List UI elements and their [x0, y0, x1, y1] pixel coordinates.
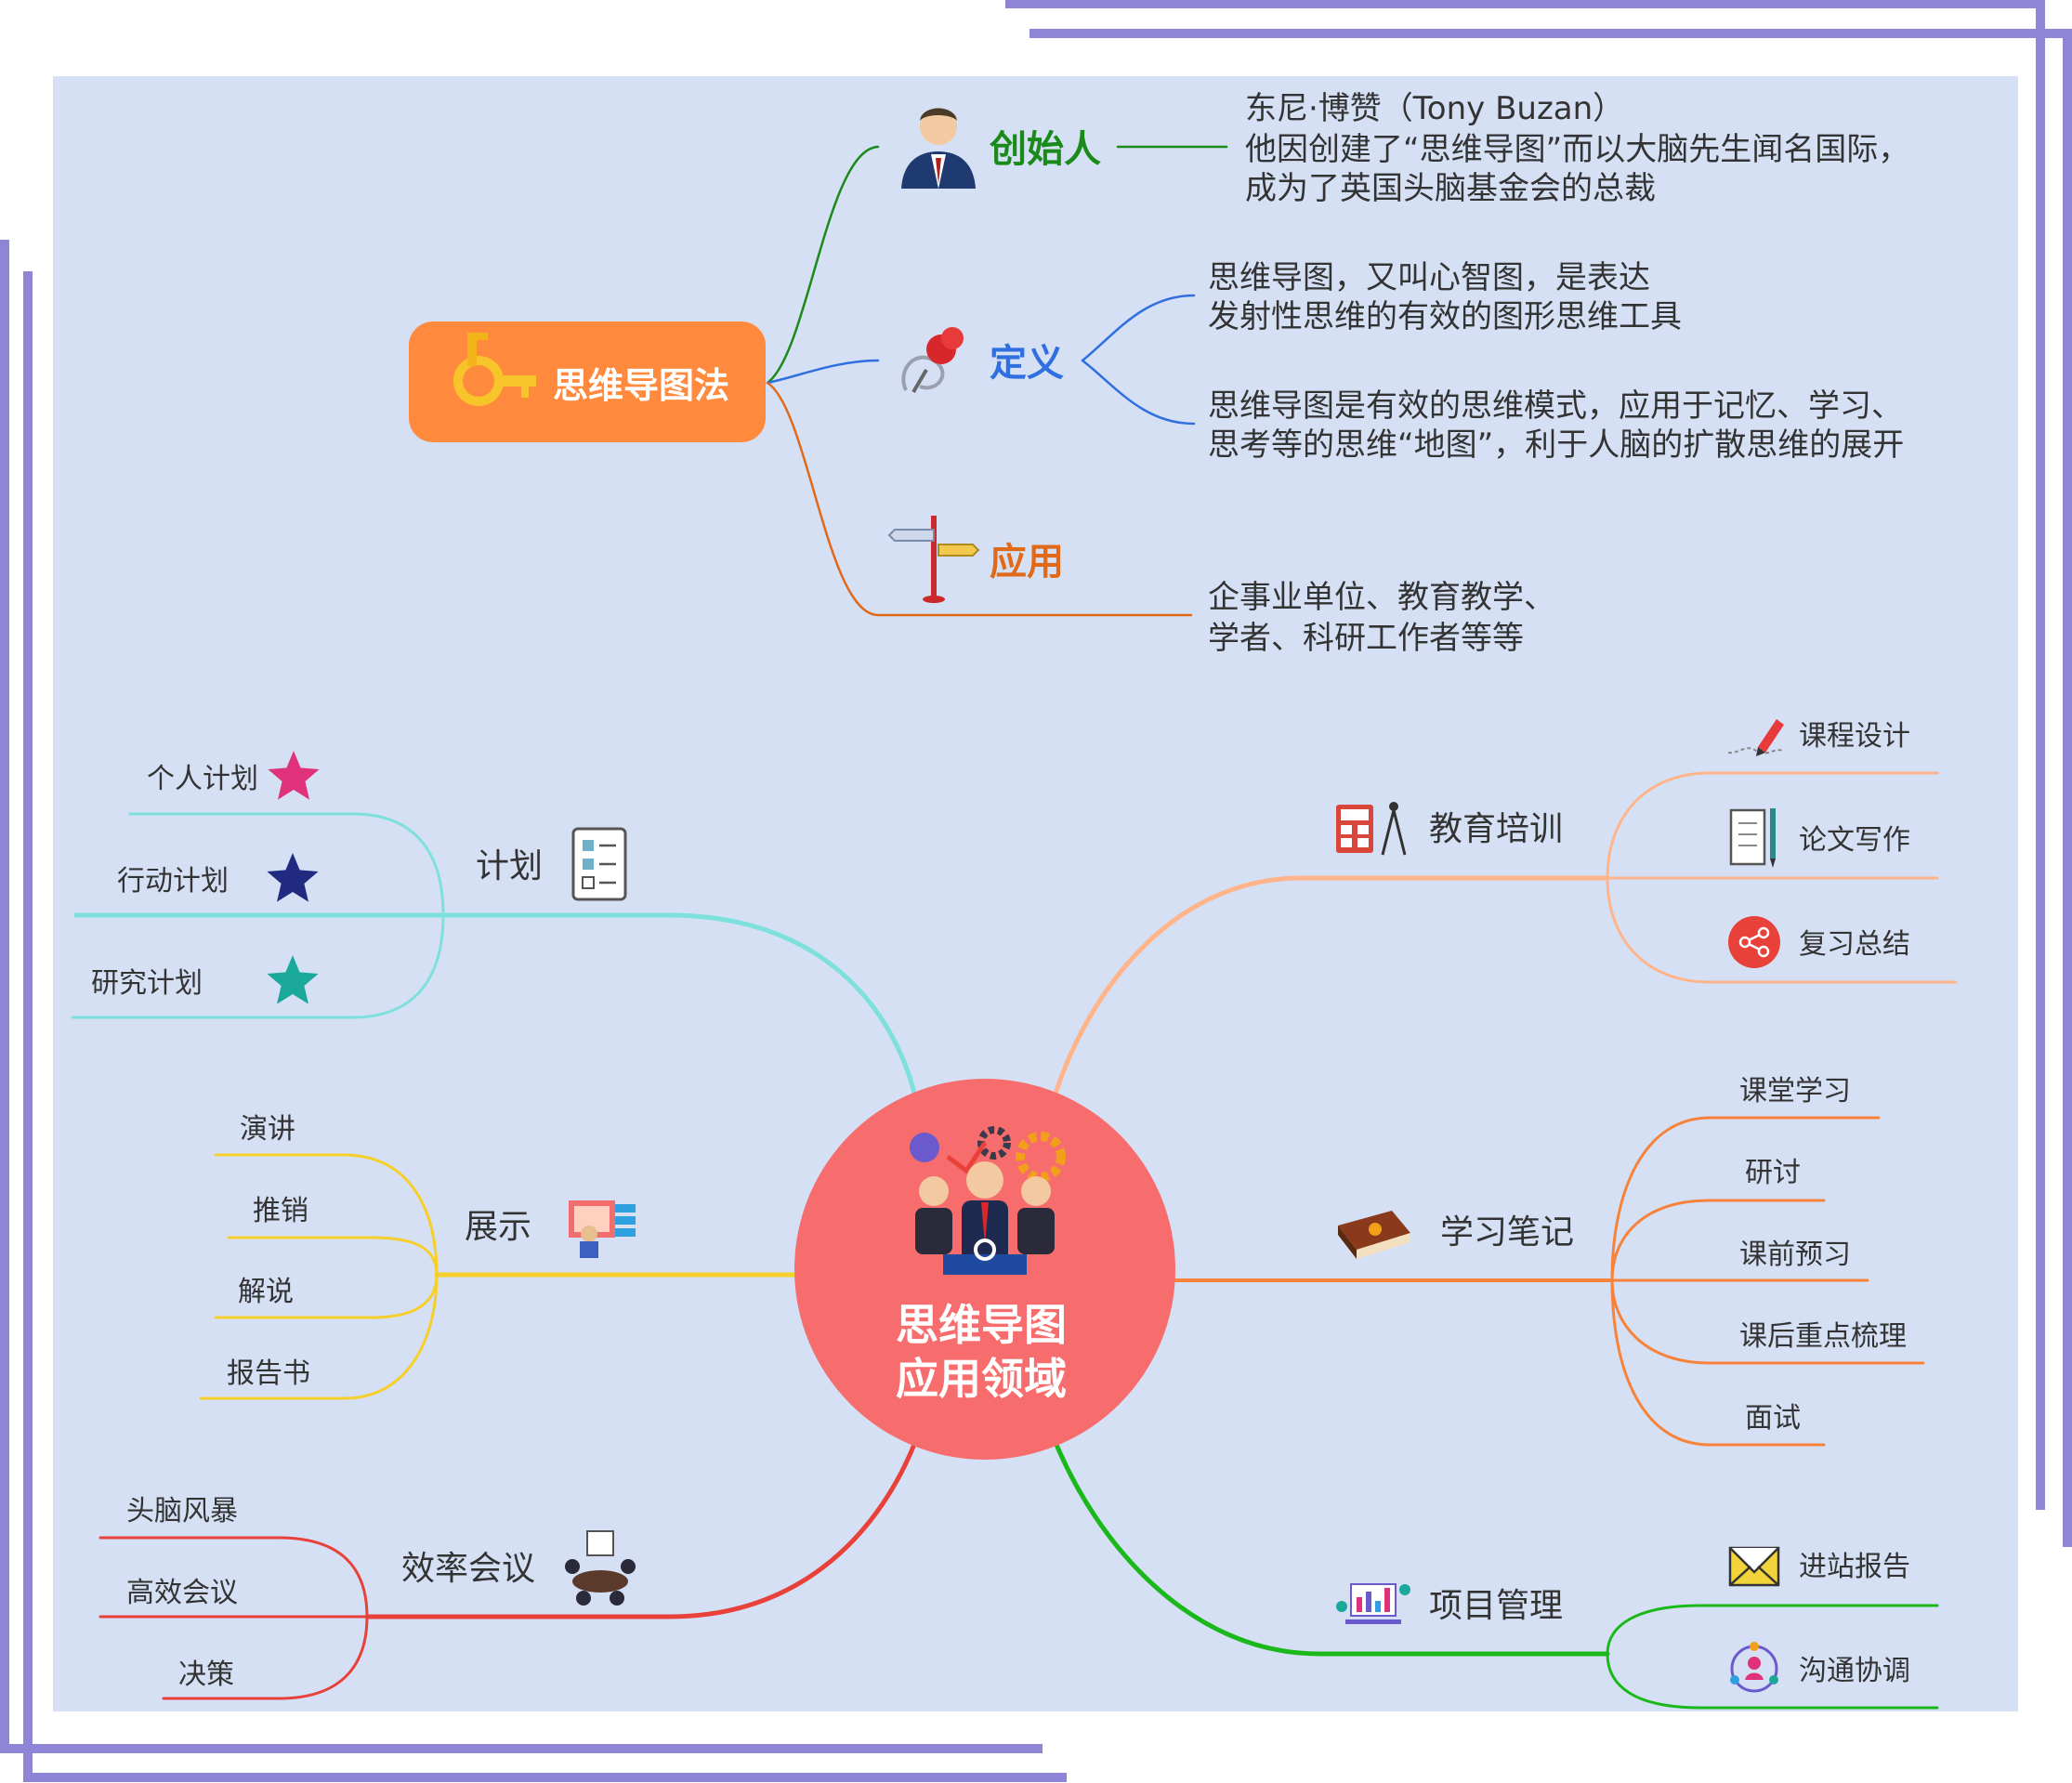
founder-line-3: 成为了英国头脑基金会的总裁 [1245, 170, 1656, 207]
notes-sub-2 [1610, 1199, 1826, 1282]
presentation-icon [569, 1200, 636, 1258]
plan-item-2: 行动计划 [117, 865, 229, 898]
show-item-1: 演讲 [240, 1113, 295, 1146]
notes-item-3: 课前预习 [1739, 1239, 1851, 1271]
star-icon-navy [267, 853, 319, 902]
education-main-branch [1052, 875, 1610, 1099]
show-label: 展示 [465, 1208, 531, 1246]
calculator-compass-icon [1336, 802, 1407, 856]
center-node: 思维导图 应用领域 [794, 1079, 1175, 1460]
notes-item-2: 研讨 [1745, 1157, 1801, 1189]
definition-item2-line1: 思维导图是有效的思维模式，应用于记忆、学习、 [1208, 387, 1903, 425]
meeting-table-icon [565, 1530, 636, 1606]
project-branch: 项目管理 进站报告 沟通协调 [1336, 1546, 1910, 1693]
application-line-2: 学者、科研工作者等等 [1208, 620, 1524, 657]
meeting-item-3: 决策 [178, 1658, 234, 1691]
education-sub-1 [1606, 771, 1939, 880]
education-item-1: 课程设计 [1799, 720, 1910, 753]
sub-branches [71, 771, 1958, 1710]
plan-item-3: 研究计划 [91, 967, 203, 1000]
definition-item2-line2: 思考等的思维“地图”，利于人脑的扩散思维的展开 [1208, 426, 1904, 464]
definition-branch [766, 359, 880, 385]
envelope-icon [1728, 1546, 1780, 1587]
pencil-icon [1727, 719, 1784, 756]
star-icon-pink [268, 751, 320, 800]
center-title-line1: 思维导图 [896, 1300, 1067, 1350]
application-label: 应用 [990, 541, 1064, 583]
businessman-icon [901, 108, 976, 189]
education-item-3: 复习总结 [1799, 928, 1910, 961]
document-pen-icon [1729, 808, 1776, 868]
definition-item1-line2: 发射性思维的有效的图形思维工具 [1208, 298, 1682, 335]
definition-line-bottom [1081, 359, 1196, 426]
center-title-line2: 应用领域 [896, 1354, 1067, 1404]
project-item-2: 沟通协调 [1799, 1655, 1910, 1687]
notes-item-1: 课堂学习 [1739, 1075, 1851, 1108]
founder-branch [766, 145, 880, 385]
notes-label: 学习笔记 [1440, 1213, 1574, 1252]
intro-title: 思维导图法 [553, 365, 729, 406]
project-sub-1 [1606, 1604, 1939, 1656]
application-line-1: 企事业单位、教育教学、 [1208, 579, 1555, 616]
show-item-2: 推销 [253, 1195, 308, 1227]
application-branch [766, 381, 1193, 617]
checklist-icon [571, 827, 627, 901]
project-main-branch [1052, 1437, 1610, 1657]
notes-item-4: 课后重点梳理 [1739, 1320, 1907, 1353]
meeting-label: 效率会议 [401, 1550, 535, 1588]
share-icon [1728, 916, 1780, 968]
project-label: 项目管理 [1429, 1587, 1563, 1625]
show-sub-2 [227, 1236, 439, 1277]
intro-section: 思维导图法 创始人 东尼·博赞（Tony Buzan） 他因创建了“思维导图”而… [409, 90, 1909, 657]
notes-branch: 学习笔记 课堂学习 研讨 课前预习 课后重点梳理 面试 [1338, 1075, 1907, 1435]
show-sub-1 [214, 1153, 439, 1277]
education-branch: 教育培训 课程设计 论文写作 复习总结 [1336, 719, 1910, 968]
meeting-sub-3 [162, 1615, 369, 1700]
star-icon-teal [267, 955, 319, 1004]
show-item-4: 报告书 [227, 1357, 310, 1390]
team-gears-icon [910, 1126, 1066, 1275]
show-sub-4 [199, 1273, 439, 1400]
notes-sub-5 [1610, 1278, 1826, 1447]
pushpin-icon [901, 327, 964, 394]
founder-label: 创始人 [990, 128, 1101, 171]
notes-sub-1 [1610, 1116, 1881, 1282]
education-label: 教育培训 [1429, 810, 1563, 848]
show-item-3: 解说 [238, 1276, 294, 1308]
definition-label: 定义 [990, 342, 1064, 385]
key-icon [453, 333, 536, 406]
definition-line-top [1081, 294, 1196, 362]
plan-sub-3 [71, 913, 445, 1019]
intro-title-box [409, 321, 766, 442]
plan-main-branch [73, 912, 918, 1099]
meeting-sub-1 [98, 1536, 369, 1619]
meeting-item-1: 头脑风暴 [126, 1495, 238, 1527]
book-icon [1338, 1211, 1410, 1259]
project-sub-2 [1606, 1652, 1939, 1710]
signpost-icon [887, 516, 980, 603]
plan-label: 计划 [476, 847, 543, 885]
education-item-2: 论文写作 [1799, 824, 1910, 857]
project-item-1: 进站报告 [1799, 1551, 1910, 1583]
show-branch: 展示 演讲 推销 解说 报告书 [227, 1113, 636, 1390]
education-sub-3 [1606, 876, 1958, 984]
notes-sub-4 [1610, 1278, 1925, 1365]
plan-branch: 计划 个人计划 行动计划 研究计划 [91, 751, 627, 1004]
meeting-main-branch [364, 1439, 918, 1619]
people-circle-icon [1730, 1642, 1778, 1693]
definition-item1-line1: 思维导图，又叫心智图，是表达 [1208, 259, 1650, 296]
founder-line-1: 东尼·博赞（Tony Buzan） [1245, 90, 1624, 127]
founder-line-2: 他因创建了“思维导图”而以大脑先生闻名国际， [1245, 131, 1909, 168]
plan-item-1: 个人计划 [147, 763, 258, 795]
meeting-branch: 效率会议 头脑风暴 高效会议 决策 [126, 1495, 636, 1691]
chart-people-icon [1336, 1583, 1410, 1624]
main-branches [73, 875, 1614, 1657]
notes-item-5: 面试 [1745, 1402, 1801, 1435]
meeting-item-2: 高效会议 [126, 1577, 238, 1609]
plan-sub-1 [128, 812, 445, 917]
background-panel [53, 76, 2018, 1711]
